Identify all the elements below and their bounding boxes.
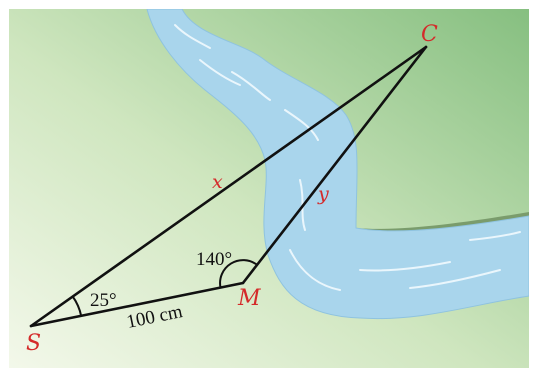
river: [146, 8, 530, 320]
angle-label-M: 140°: [196, 249, 232, 270]
side-SC: [29, 45, 428, 328]
side-label-y: y: [317, 183, 329, 205]
side-label-x: x: [212, 171, 223, 193]
side-SM: [29, 281, 245, 328]
angle-arc-M: [219, 259, 258, 288]
point-label-S: S: [26, 331, 41, 356]
angle-label-S: 25°: [90, 290, 117, 311]
angle-arc-S: [71, 295, 83, 317]
triangle: [29, 45, 428, 328]
point-label-C: C: [421, 22, 438, 47]
side-MC: [241, 45, 428, 285]
point-label-M: M: [237, 286, 261, 311]
